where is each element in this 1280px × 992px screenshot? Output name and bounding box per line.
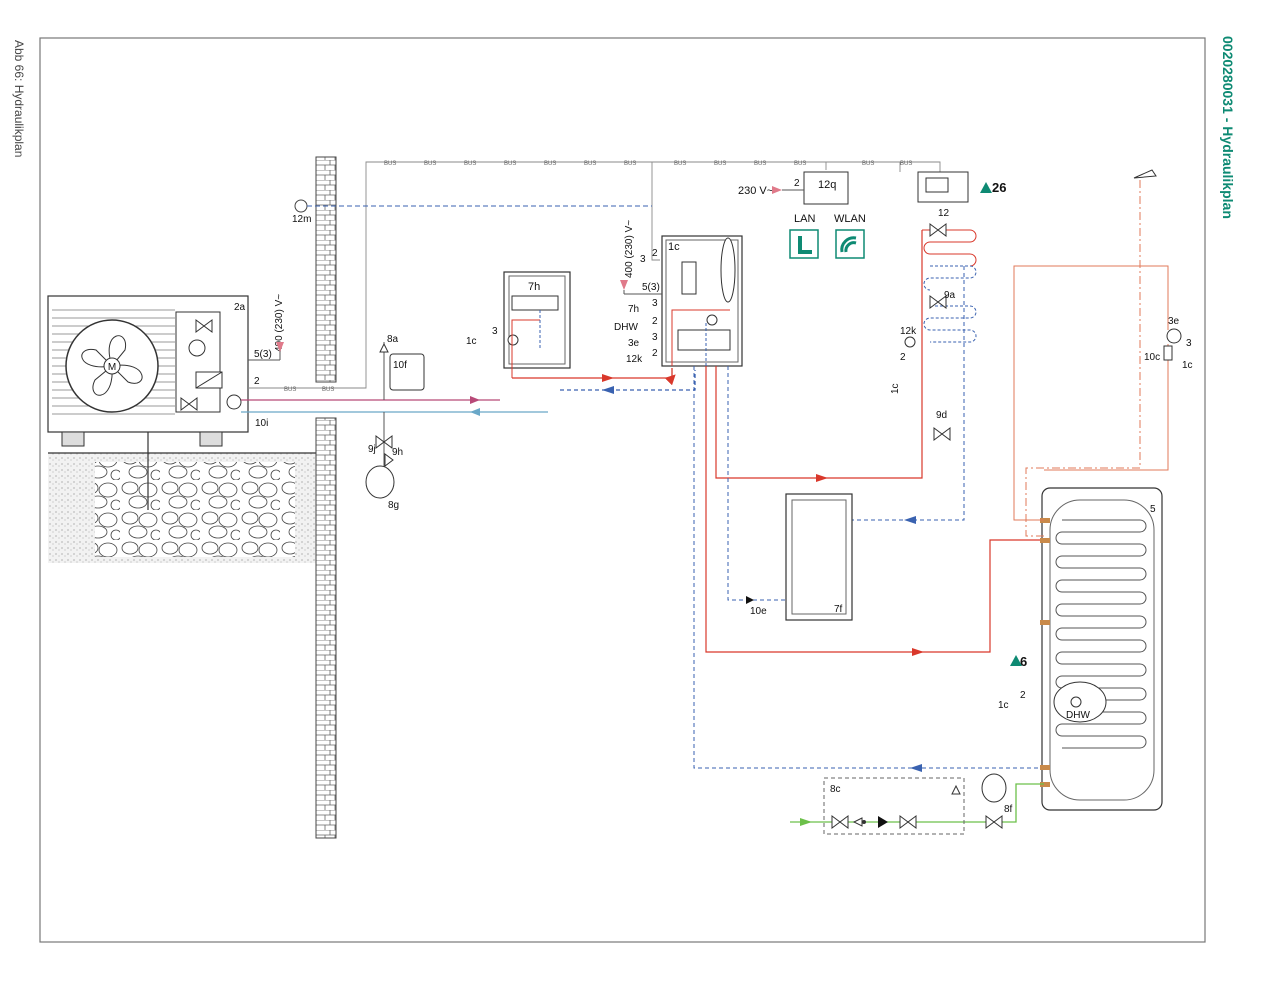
frame — [39, 37, 1206, 943]
svg-text:12: 12 — [938, 208, 950, 219]
iu-power-wires: 5(3) — [642, 282, 660, 293]
svg-text:BUS: BUS — [584, 161, 596, 167]
outdoor-unit-label: 2a — [234, 302, 246, 313]
svg-text:2: 2 — [900, 352, 906, 363]
svg-text:BUS: BUS — [862, 161, 874, 167]
svg-text:LAN: LAN — [794, 213, 815, 225]
svg-text:3e: 3e — [1168, 316, 1180, 327]
svg-text:10f: 10f — [393, 360, 407, 371]
warning-26: 26 — [980, 180, 1006, 195]
buffer-tank: 7f — [785, 493, 853, 621]
dhw-sensor-wiring: 1c 2 — [998, 690, 1026, 711]
svg-text:10c: 10c — [1144, 352, 1160, 363]
svg-text:2: 2 — [652, 348, 658, 359]
pump-icon — [226, 394, 242, 410]
svg-text:BUS: BUS — [714, 161, 726, 167]
svg-text:2: 2 — [1020, 690, 1026, 701]
dhw-cylinder: 5 DHW — [1040, 487, 1163, 811]
svg-text:12q: 12q — [818, 179, 836, 191]
svg-text:1c: 1c — [890, 383, 901, 394]
svg-text:8a: 8a — [387, 334, 399, 345]
svg-text:BUS: BUS — [504, 161, 516, 167]
svg-text:3e: 3e — [628, 338, 640, 349]
svg-text:2: 2 — [652, 248, 658, 259]
svg-text:5: 5 — [1150, 504, 1156, 515]
svg-text:BUS: BUS — [900, 161, 912, 167]
svg-text:3: 3 — [1186, 338, 1192, 349]
svg-text:8f: 8f — [1004, 804, 1013, 815]
svg-text:3: 3 — [640, 254, 646, 265]
wall-upper — [315, 156, 337, 383]
outdoor-sensor-icon — [294, 199, 308, 213]
svg-text:BUS: BUS — [384, 161, 396, 167]
svg-text:1c: 1c — [1182, 360, 1193, 371]
main-piping — [241, 368, 696, 413]
warning-6: 6 — [1010, 654, 1027, 669]
svg-text:1c: 1c — [998, 700, 1009, 711]
ou-supply-voltage: 400 (230) V~ — [274, 294, 285, 352]
svg-text:9a: 9a — [944, 290, 956, 301]
iu-supply-voltage: 400 (230) V~ — [624, 220, 635, 278]
svg-text:7h: 7h — [528, 281, 540, 293]
indoor-terminals: 7h 3 DHW 2 3e 3 12k 2 — [614, 298, 658, 365]
svg-text:BUS: BUS — [544, 161, 556, 167]
gateway: 12q 230 V~ 2 — [738, 171, 849, 205]
svg-text:BUS: BUS — [322, 387, 334, 393]
svg-text:BUS: BUS — [424, 161, 436, 167]
svg-text:BUS: BUS — [794, 161, 806, 167]
indoor-unit: 1c — [661, 235, 743, 367]
svg-text:9h: 9h — [392, 447, 403, 458]
module-7h: 7h 1c 3 — [466, 271, 571, 378]
expansion-group: 8a 10f 9j 9h 8g — [365, 334, 425, 511]
wall-lower — [315, 417, 337, 839]
heating-circuit: 9a 12k 2 1c 9d — [715, 223, 977, 521]
svg-text:8c: 8c — [830, 784, 841, 795]
ou-bus-wires: 2 — [254, 376, 260, 387]
svg-text:BUS: BUS — [674, 161, 686, 167]
svg-text:DHW: DHW — [1066, 710, 1090, 721]
controller: 12 — [917, 171, 969, 219]
bus-labels: BUS BUS BUS BUS BUS BUS BUS BUS BUS BUS … — [284, 161, 912, 393]
svg-text:BUS: BUS — [284, 387, 296, 393]
svg-text:9j: 9j — [368, 444, 376, 455]
safety-group: 8c — [823, 777, 965, 835]
circulation-pump: 3e 10c 3 1c — [1144, 316, 1193, 371]
svg-text:230 V~: 230 V~ — [738, 185, 773, 197]
outdoor-sensor-label: 12m — [292, 214, 311, 225]
svg-text:2: 2 — [652, 316, 658, 327]
svg-text:DHW: DHW — [614, 322, 638, 333]
svg-text:9d: 9d — [936, 410, 947, 421]
svg-text:2: 2 — [794, 178, 800, 189]
svg-text:26: 26 — [992, 180, 1006, 195]
svg-text:10e: 10e — [750, 606, 767, 617]
shower-icon — [1133, 169, 1157, 179]
wlan-icon: WLAN — [834, 213, 866, 259]
svg-text:1c: 1c — [466, 336, 477, 347]
svg-text:3: 3 — [652, 298, 658, 309]
lan-icon: LAN — [789, 213, 819, 259]
gravel-bed — [95, 462, 295, 557]
svg-text:7f: 7f — [834, 604, 843, 615]
svg-text:8g: 8g — [388, 500, 399, 511]
svg-text:3: 3 — [492, 326, 498, 337]
ou-power-wires: 5(3) — [254, 349, 272, 360]
svg-text:1c: 1c — [668, 241, 680, 253]
svg-text:BUS: BUS — [624, 161, 636, 167]
outdoor-unit: M 2a — [47, 295, 249, 510]
hose-10i-label: 10i — [255, 418, 268, 429]
svg-text:WLAN: WLAN — [834, 213, 866, 225]
svg-text:BUS: BUS — [754, 161, 766, 167]
svg-text:12k: 12k — [626, 354, 643, 365]
svg-text:7h: 7h — [628, 304, 639, 315]
svg-text:6: 6 — [1020, 654, 1027, 669]
compressor-icon — [188, 339, 206, 357]
bus-lines — [248, 161, 941, 389]
svg-text:BUS: BUS — [464, 161, 476, 167]
svg-text:3: 3 — [652, 332, 658, 343]
expansion-vessel-8f: 8f — [981, 773, 1013, 829]
svg-text:12k: 12k — [900, 326, 917, 337]
fan-motor-label: M — [108, 362, 116, 373]
